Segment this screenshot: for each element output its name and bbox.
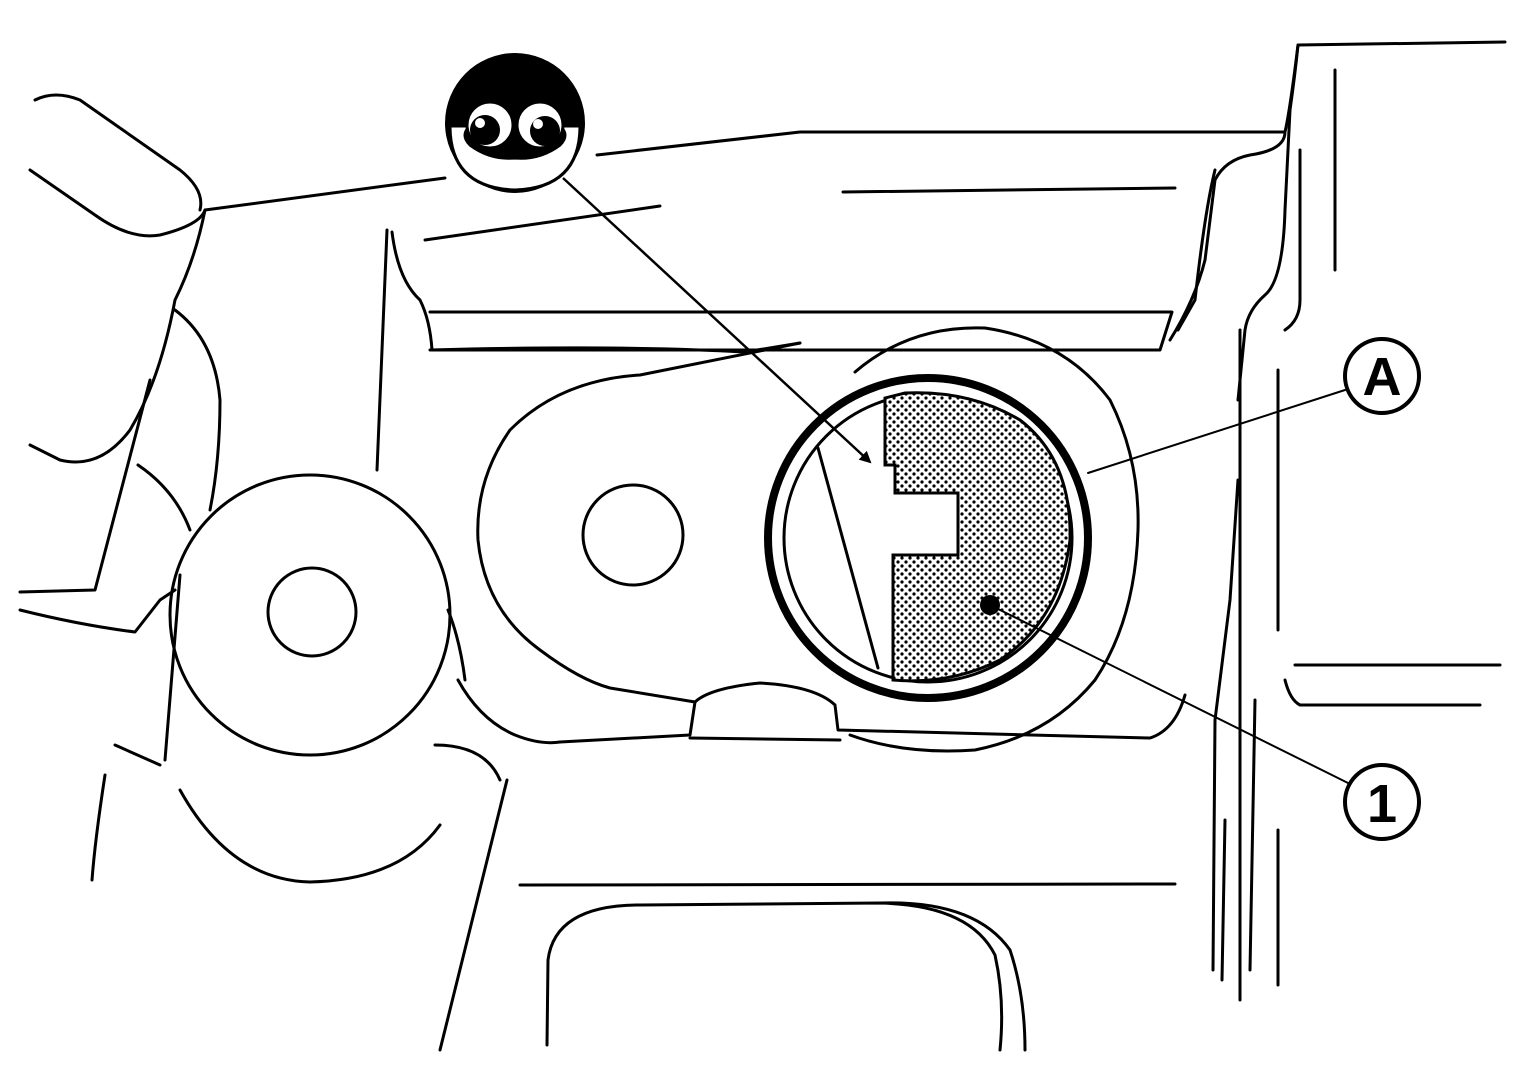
- eyes-inspection-icon: [445, 53, 585, 193]
- seal-ring-outer: [764, 374, 1092, 702]
- callout-1: 1: [980, 595, 1421, 841]
- view-pointer-line: [562, 177, 872, 464]
- seal-marking: [883, 391, 1072, 683]
- lower-structure: [518, 882, 1177, 1052]
- housing-outline: [28, 40, 1507, 472]
- left-roller-assembly: [18, 308, 562, 1052]
- callout-a: A: [1087, 337, 1421, 474]
- cam-lobe: [476, 341, 1187, 744]
- callout-1-label: 1: [1367, 774, 1397, 834]
- seal-housing: [764, 326, 1140, 753]
- callout-a-label: A: [1363, 347, 1402, 407]
- frame-rails: [1211, 328, 1502, 1002]
